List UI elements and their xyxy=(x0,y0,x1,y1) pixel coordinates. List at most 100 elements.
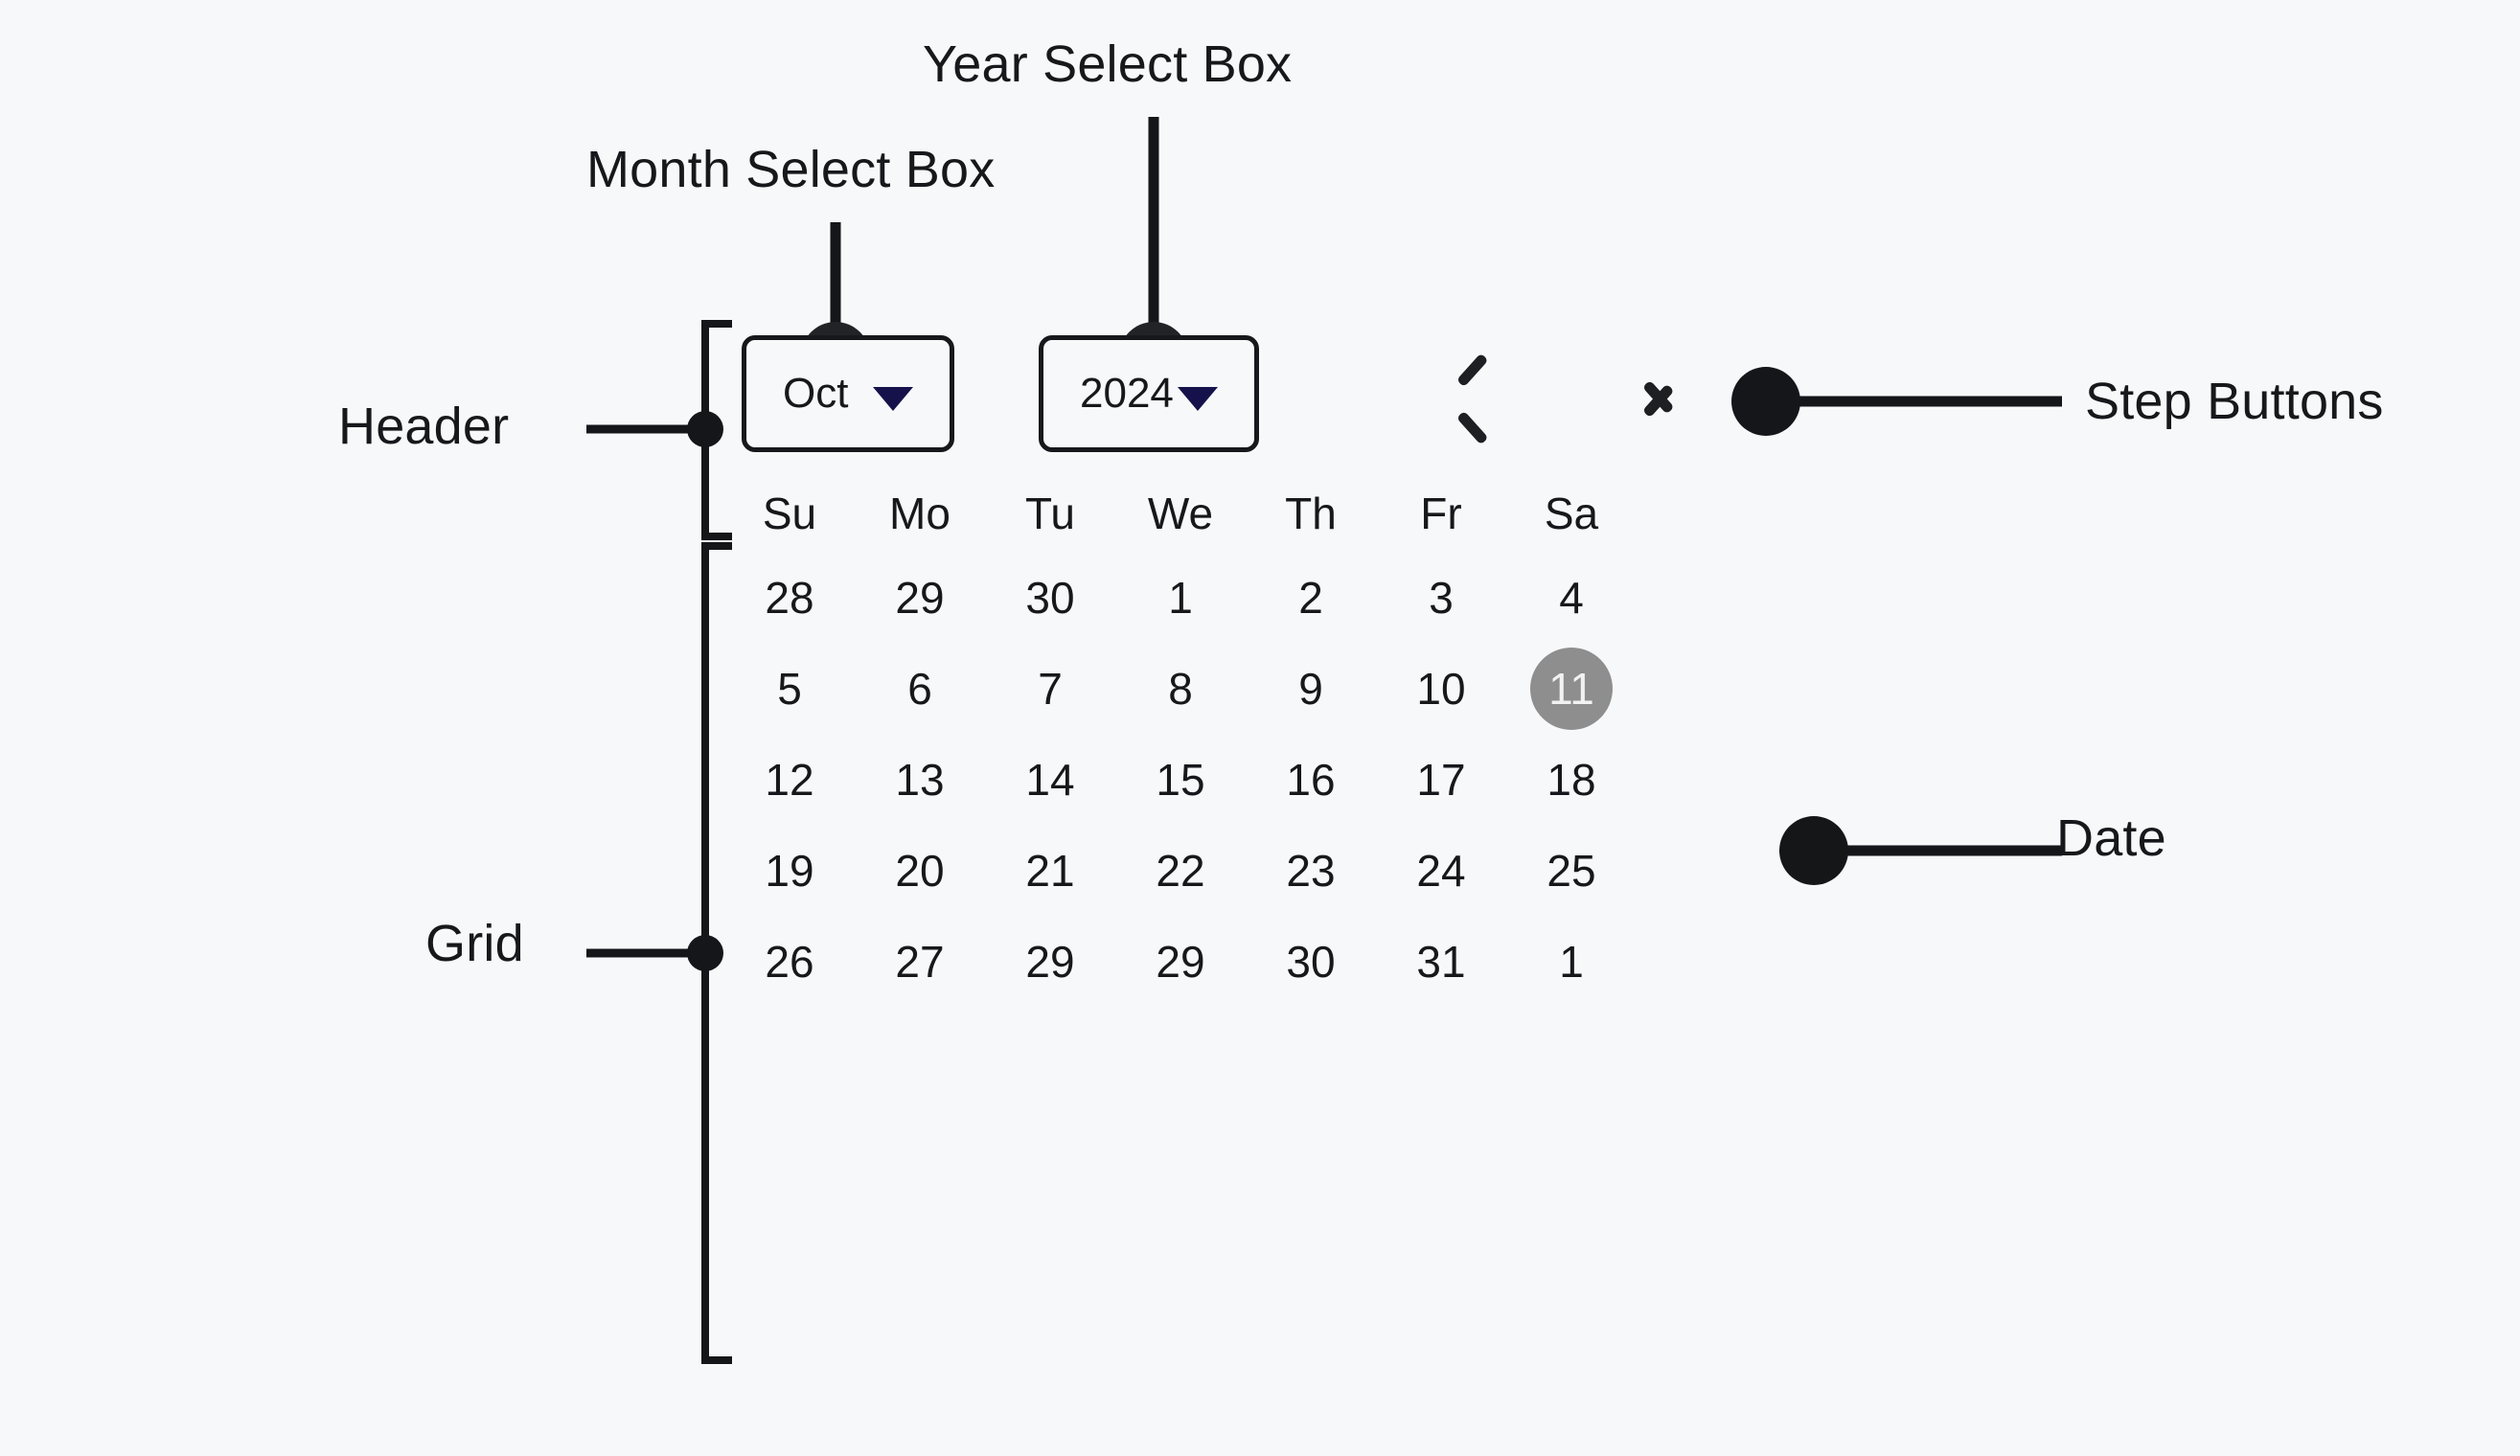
day-cell[interactable]: 1 xyxy=(1133,557,1228,639)
day-number: 11 xyxy=(1530,647,1613,730)
day-number: 29 xyxy=(1025,936,1075,987)
annotation-label-date: Date xyxy=(2056,809,2166,867)
day-number: 14 xyxy=(1025,754,1075,805)
weekday-label-su: Su xyxy=(762,489,817,538)
day-number: 29 xyxy=(1156,936,1205,987)
grid-bracket xyxy=(701,542,732,1364)
day-number: 17 xyxy=(1416,754,1466,805)
day-number: 16 xyxy=(1286,754,1336,805)
day-cell[interactable]: 30 xyxy=(1263,921,1359,1003)
next-month-button[interactable] xyxy=(1627,356,1702,431)
day-cell[interactable]: 29 xyxy=(1133,921,1228,1003)
year-select-box[interactable]: 2024 xyxy=(1039,335,1259,452)
month-select-value: Oct xyxy=(783,370,849,417)
day-cell[interactable]: 5 xyxy=(742,648,837,730)
day-number: 23 xyxy=(1286,845,1336,896)
day-cell[interactable]: 14 xyxy=(1002,739,1098,821)
datepicker-header: Oct 2024 xyxy=(736,322,1752,466)
day-number: 22 xyxy=(1156,845,1205,896)
weekday-label-th: Th xyxy=(1285,489,1337,538)
day-cell[interactable]: 18 xyxy=(1523,739,1619,821)
day-cell[interactable]: 27 xyxy=(872,921,968,1003)
day-cell[interactable]: 3 xyxy=(1393,557,1489,639)
day-cell[interactable]: 13 xyxy=(872,739,968,821)
day-number: 5 xyxy=(777,663,802,714)
chevron-left-icon xyxy=(1456,363,1493,424)
day-cell[interactable]: 6 xyxy=(872,648,968,730)
annotation-label-grid: Grid xyxy=(425,915,524,972)
day-number: 20 xyxy=(895,845,945,896)
day-number: 1 xyxy=(1559,936,1584,987)
annotation-label-header: Header xyxy=(338,398,510,455)
annotation-label-year-select: Year Select Box xyxy=(923,35,1293,93)
day-cell[interactable]: 15 xyxy=(1133,739,1228,821)
day-cell[interactable]: 28 xyxy=(742,557,837,639)
day-cell[interactable]: 1 xyxy=(1523,921,1619,1003)
month-select-box[interactable]: Oct xyxy=(742,335,954,452)
day-number: 19 xyxy=(765,845,814,896)
day-cell[interactable]: 30 xyxy=(1002,557,1098,639)
header-bracket xyxy=(701,320,732,540)
day-number: 18 xyxy=(1546,754,1596,805)
day-number: 12 xyxy=(765,754,814,805)
day-cell[interactable]: 4 xyxy=(1523,557,1619,639)
day-cell[interactable]: 20 xyxy=(872,830,968,912)
step-buttons-group xyxy=(1437,356,1702,431)
annotation-label-step-buttons: Step Buttons xyxy=(2085,373,2384,430)
day-number: 31 xyxy=(1416,936,1466,987)
day-cell[interactable]: 10 xyxy=(1393,648,1489,730)
day-cell[interactable]: 8 xyxy=(1133,648,1228,730)
day-cell[interactable]: 16 xyxy=(1263,739,1359,821)
day-number: 1 xyxy=(1168,572,1193,623)
day-cell-selected[interactable]: 11 xyxy=(1523,647,1619,730)
previous-month-button[interactable] xyxy=(1437,356,1512,431)
day-number: 13 xyxy=(895,754,945,805)
year-select-value: 2024 xyxy=(1080,370,1174,417)
day-cell[interactable]: 31 xyxy=(1393,921,1489,1003)
day-cell[interactable]: 9 xyxy=(1263,648,1359,730)
day-number: 4 xyxy=(1559,572,1584,623)
day-number: 9 xyxy=(1298,663,1323,714)
weekday-label-sa: Sa xyxy=(1544,489,1599,538)
week-row: 28 29 30 1 2 3 4 xyxy=(742,552,1752,643)
day-number: 6 xyxy=(907,663,932,714)
day-cell[interactable]: 21 xyxy=(1002,830,1098,912)
day-number: 25 xyxy=(1546,845,1596,896)
day-number: 3 xyxy=(1429,572,1454,623)
annotation-label-month-select: Month Select Box xyxy=(586,141,996,198)
chevron-right-icon xyxy=(1646,363,1683,424)
day-number: 26 xyxy=(765,936,814,987)
day-cell[interactable]: 7 xyxy=(1002,648,1098,730)
day-cell[interactable]: 17 xyxy=(1393,739,1489,821)
chevron-down-icon xyxy=(873,387,913,411)
day-cell[interactable]: 24 xyxy=(1393,830,1489,912)
weekday-label-fr: Fr xyxy=(1420,489,1462,538)
day-number: 2 xyxy=(1298,572,1323,623)
day-cell[interactable]: 29 xyxy=(872,557,968,639)
day-number: 8 xyxy=(1168,663,1193,714)
chevron-down-icon xyxy=(1178,387,1218,411)
day-cell[interactable]: 19 xyxy=(742,830,837,912)
week-row: 12 13 14 15 16 17 18 xyxy=(742,734,1752,825)
day-cell[interactable]: 23 xyxy=(1263,830,1359,912)
day-cell[interactable]: 25 xyxy=(1523,830,1619,912)
day-number: 24 xyxy=(1416,845,1466,896)
grid-anchor-dot xyxy=(687,935,723,971)
day-number: 7 xyxy=(1038,663,1063,714)
day-cell[interactable]: 2 xyxy=(1263,557,1359,639)
day-number: 28 xyxy=(765,572,814,623)
day-number: 15 xyxy=(1156,754,1205,805)
day-number: 30 xyxy=(1025,572,1075,623)
day-cell[interactable]: 22 xyxy=(1133,830,1228,912)
day-cell[interactable]: 12 xyxy=(742,739,837,821)
header-anchor-dot xyxy=(687,411,723,447)
day-cell[interactable]: 26 xyxy=(742,921,837,1003)
day-cell[interactable]: 29 xyxy=(1002,921,1098,1003)
weekday-label-mo: Mo xyxy=(889,489,951,538)
week-row: 5 6 7 8 9 10 11 xyxy=(742,643,1752,734)
weekday-label-tu: Tu xyxy=(1025,489,1075,538)
day-number: 30 xyxy=(1286,936,1336,987)
